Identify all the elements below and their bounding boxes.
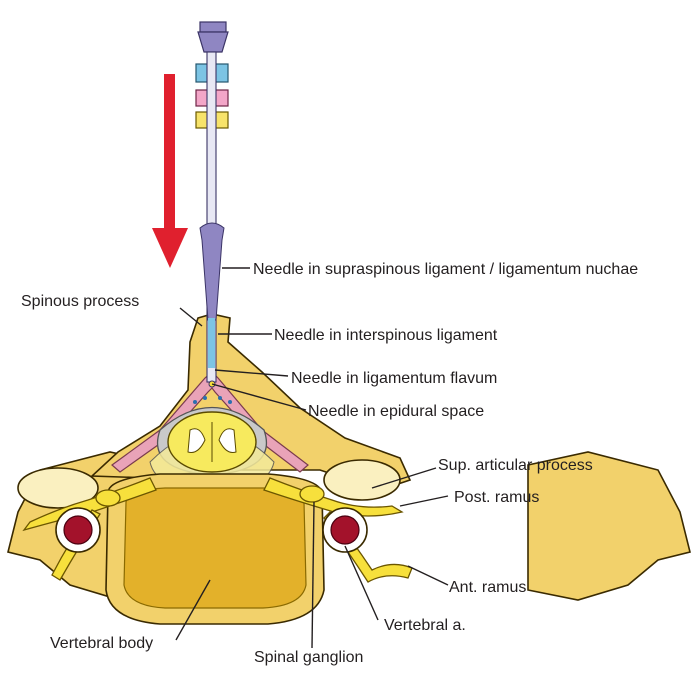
label-needle-flavum: Needle in ligamentum flavum xyxy=(291,370,497,387)
down-arrow-icon xyxy=(152,74,188,268)
spinal-cord xyxy=(167,411,257,473)
label-needle-epidural: Needle in epidural space xyxy=(308,403,484,420)
sup-articular-processes xyxy=(17,459,401,509)
label-spinous-process: Spinous process xyxy=(21,293,139,310)
label-vertebral-body: Vertebral body xyxy=(50,635,153,652)
epidural-needle xyxy=(195,21,229,388)
label-vertebral-a: Vertebral a. xyxy=(384,617,466,634)
label-spinal-ganglion: Spinal ganglion xyxy=(254,649,363,666)
label-needle-interspinous: Needle in interspinous ligament xyxy=(274,327,498,344)
label-post-ramus: Post. ramus xyxy=(454,489,539,506)
label-ant-ramus: Ant. ramus xyxy=(449,579,526,596)
label-sup-articular: Sup. articular process xyxy=(438,457,593,474)
vertebral-arteries xyxy=(55,507,368,553)
leader-lines xyxy=(175,267,449,649)
vertebral-body xyxy=(105,473,325,625)
label-needle-supraspinous: Needle in supraspinous ligament / ligame… xyxy=(253,261,638,278)
